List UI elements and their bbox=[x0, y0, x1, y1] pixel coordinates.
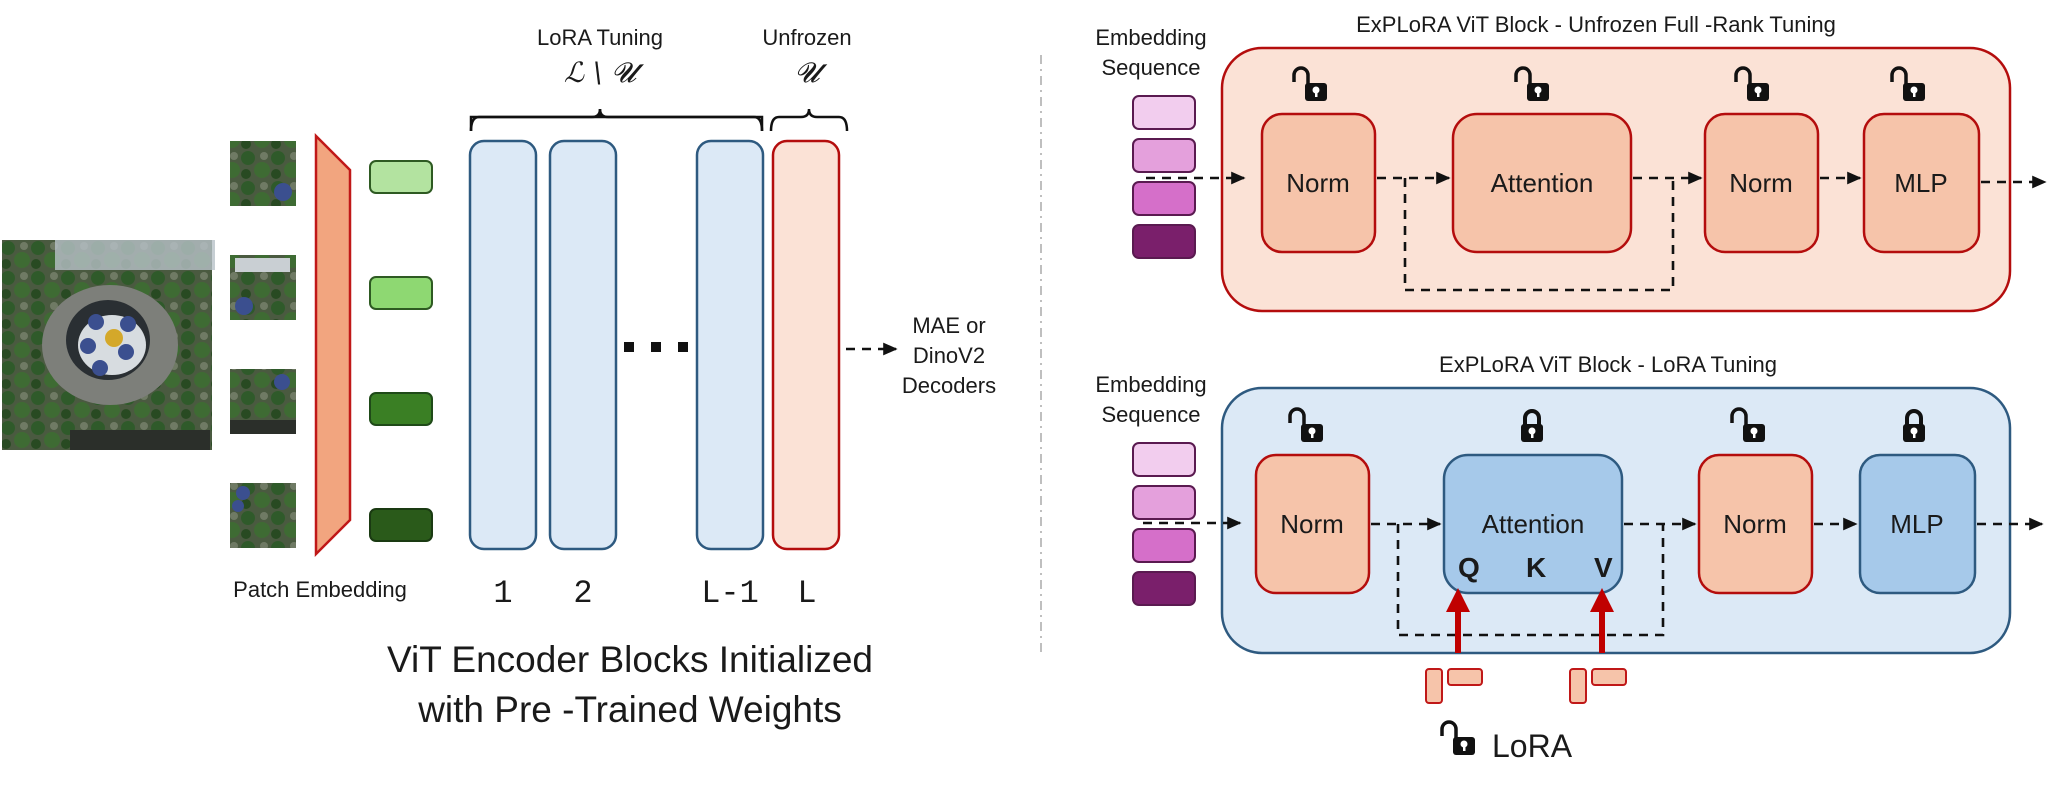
lora-legend-label: LoRA bbox=[1492, 728, 1573, 764]
caption-line-1: ViT Encoder Blocks Initialized bbox=[387, 639, 873, 680]
image-patches bbox=[230, 141, 296, 548]
patch-token bbox=[369, 276, 433, 310]
decoder-label-line-3: Decoders bbox=[902, 373, 996, 398]
bottom-mlp-label: MLP bbox=[1890, 509, 1943, 539]
unlocked-icon bbox=[1514, 66, 1549, 101]
caption-line-2: with Pre -Trained Weights bbox=[417, 689, 842, 730]
top-residual-connection bbox=[1403, 178, 1675, 292]
top-sequence-label-1: Embedding bbox=[1095, 25, 1206, 50]
unlocked-icon bbox=[1440, 720, 1475, 755]
sequence-token bbox=[1132, 571, 1196, 606]
patch-embedding-layer bbox=[314, 132, 352, 558]
brace-lora-tuning bbox=[469, 108, 764, 132]
lora-legend: LoRA bbox=[1440, 720, 1573, 764]
bottom-module-mlp: MLP bbox=[1858, 453, 1977, 595]
patch-2 bbox=[230, 255, 296, 320]
sequence-token bbox=[1132, 138, 1196, 173]
top-norm-1-label: Norm bbox=[1286, 168, 1350, 198]
attention-k-label: K bbox=[1526, 552, 1546, 583]
patch-3 bbox=[230, 369, 296, 434]
decoder-label-line-2: DinoV2 bbox=[913, 343, 985, 368]
attention-v-label: V bbox=[1594, 552, 1613, 583]
top-embedding-sequence bbox=[1132, 95, 1196, 259]
patch-1 bbox=[230, 141, 296, 206]
bottom-norm-1-label: Norm bbox=[1280, 509, 1344, 539]
lora-tuning-symbol: ℒ \ 𝓤 bbox=[564, 56, 644, 89]
bottom-sequence-label-1: Embedding bbox=[1095, 372, 1206, 397]
encoder-block-2: 2 bbox=[548, 139, 618, 612]
top-attention-label: Attention bbox=[1491, 168, 1594, 198]
patch-4 bbox=[230, 483, 296, 548]
lora-arrow-q bbox=[1446, 588, 1470, 653]
encoder-block-1: 1 bbox=[468, 139, 538, 612]
top-sequence-label-2: Sequence bbox=[1101, 55, 1200, 80]
block-label-l-minus-1: L-1 bbox=[701, 575, 759, 612]
block-label-1: 1 bbox=[493, 575, 512, 612]
unlocked-icon bbox=[1890, 66, 1925, 101]
top-module-mlp: MLP bbox=[1862, 112, 1981, 254]
top-norm-2-label: Norm bbox=[1729, 168, 1793, 198]
lora-tuning-label: LoRA Tuning bbox=[537, 25, 663, 50]
bottom-flow-arrows bbox=[1371, 517, 2044, 637]
patch-token bbox=[369, 508, 433, 542]
patch-tokens bbox=[369, 160, 433, 542]
unfrozen-symbol: 𝓤 bbox=[795, 56, 828, 89]
bottom-sequence-label-2: Sequence bbox=[1101, 402, 1200, 427]
bottom-module-norm-1: Norm bbox=[1254, 453, 1371, 595]
bottom-attention-label: Attention bbox=[1482, 509, 1585, 539]
top-module-norm-1: Norm bbox=[1260, 112, 1377, 254]
bottom-lock-icons bbox=[1288, 407, 1925, 442]
bottom-embedding-sequence bbox=[1132, 442, 1196, 606]
bottom-module-norm-2: Norm bbox=[1697, 453, 1814, 595]
unlocked-icon bbox=[1292, 66, 1327, 101]
block-label-2: 2 bbox=[573, 575, 592, 612]
unlocked-icon bbox=[1730, 407, 1765, 442]
patch-token bbox=[369, 160, 433, 194]
bottom-residual-connection bbox=[1396, 524, 1665, 637]
patch-embedding-label: Patch Embedding bbox=[233, 577, 407, 602]
top-block-title: ExPLoRA ViT Block - Unfrozen Full -Rank … bbox=[1356, 12, 1836, 37]
decoder-label-line-1: MAE or bbox=[912, 313, 985, 338]
input-image bbox=[2, 240, 215, 450]
block-label-l: L bbox=[797, 575, 816, 612]
encoder-block-l-minus-1: L-1 bbox=[695, 139, 765, 612]
sequence-token bbox=[1132, 181, 1196, 216]
top-module-attention: Attention bbox=[1451, 112, 1633, 254]
top-mlp-label: MLP bbox=[1894, 168, 1947, 198]
sequence-token bbox=[1132, 95, 1196, 130]
attention-q-label: Q bbox=[1458, 552, 1480, 583]
encoder-block-l: L bbox=[771, 139, 841, 612]
lora-arrow-v bbox=[1590, 588, 1614, 653]
unfrozen-label: Unfrozen bbox=[762, 25, 851, 50]
lora-adapter-q bbox=[1425, 668, 1483, 704]
ellipsis-dots bbox=[624, 342, 688, 352]
sequence-token bbox=[1132, 442, 1196, 477]
bottom-module-attention: Attention Q K V bbox=[1442, 453, 1624, 595]
brace-unfrozen bbox=[769, 108, 849, 132]
sequence-token bbox=[1132, 485, 1196, 520]
lora-adapter-v bbox=[1569, 668, 1627, 704]
locked-icon bbox=[1903, 409, 1925, 442]
unlocked-icon bbox=[1734, 66, 1769, 101]
sequence-token bbox=[1132, 528, 1196, 563]
bottom-block-title: ExPLoRA ViT Block - LoRA Tuning bbox=[1439, 352, 1777, 377]
top-lock-icons bbox=[1292, 66, 1925, 101]
patch-token bbox=[369, 392, 433, 426]
sequence-token bbox=[1132, 224, 1196, 259]
unlocked-icon bbox=[1288, 407, 1323, 442]
bottom-norm-2-label: Norm bbox=[1723, 509, 1787, 539]
locked-icon bbox=[1521, 409, 1543, 442]
top-module-norm-2: Norm bbox=[1703, 112, 1820, 254]
top-flow-arrows bbox=[1377, 171, 2047, 292]
